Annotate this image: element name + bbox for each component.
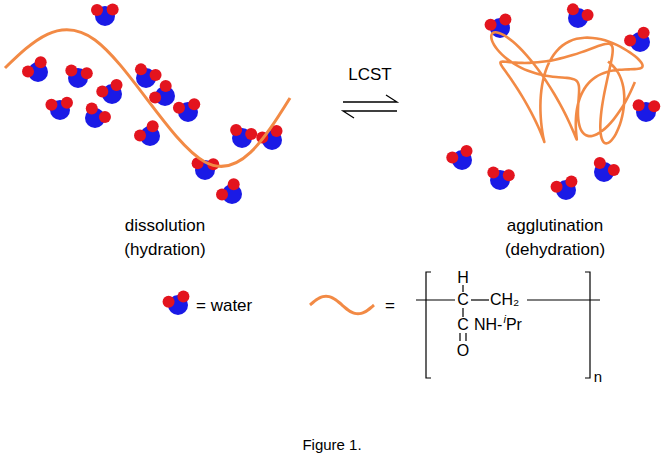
hydrogen-atom — [582, 9, 594, 21]
water-molecule — [91, 4, 119, 26]
state-label: (hydration) — [124, 241, 205, 258]
water-molecule — [45, 97, 73, 120]
hydrogen-atom — [188, 98, 200, 110]
hydrogen-atom — [61, 97, 73, 109]
hydrogen-atom — [503, 169, 515, 181]
superscript-label: i — [503, 314, 505, 325]
hydrogen-atom — [567, 3, 579, 15]
state-label: (dehydration) — [505, 241, 605, 258]
hydrogen-atom — [81, 67, 93, 79]
hydrogen-atom — [150, 69, 162, 81]
hydrogen-atom — [111, 79, 123, 91]
hydrogen-atom — [65, 65, 77, 77]
water-molecule — [216, 178, 242, 204]
hydrogen-atom — [487, 167, 499, 179]
hydrogen-atom — [163, 296, 175, 308]
hydrogen-atom — [216, 189, 228, 201]
condition-label: LCST — [348, 66, 391, 83]
group-label: CH₂ — [490, 292, 519, 308]
hydrogen-atom — [446, 152, 458, 164]
hydrogen-atom — [228, 178, 240, 190]
hydrogen-atom — [134, 130, 146, 142]
group-label: Pr — [506, 317, 522, 333]
water-molecule — [487, 167, 514, 190]
water-molecule — [594, 157, 620, 182]
water-molecule — [134, 120, 160, 146]
hydrogen-atom — [230, 124, 242, 136]
atom-label: C — [457, 292, 469, 308]
water-molecules — [22, 3, 660, 204]
state-label: dissolution — [125, 217, 205, 234]
water-molecule — [551, 176, 578, 200]
polymer-chain-extended — [5, 30, 290, 167]
hydrogen-atom — [638, 27, 650, 39]
group-label: NH- — [474, 317, 502, 333]
hydrogen-atom — [96, 86, 108, 98]
equilibrium-arrows — [343, 95, 397, 118]
legend-text: = — [385, 297, 395, 314]
hydrogen-atom — [149, 92, 161, 104]
hydrogen-atom — [99, 111, 111, 123]
atom-label: H — [457, 270, 469, 286]
legend-text: = water — [196, 297, 252, 314]
hydrogen-atom — [22, 66, 34, 78]
hydrogen-atom — [35, 56, 47, 68]
hydrogen-atom — [551, 181, 563, 193]
polymer-legend-sample — [310, 296, 374, 314]
hydrogen-atom — [648, 100, 660, 112]
hydrogen-atom — [107, 4, 119, 16]
water-molecule — [173, 98, 200, 122]
hydrogen-atom — [565, 176, 577, 188]
hydrogen-atom — [177, 291, 189, 303]
hydrogen-atom — [160, 80, 172, 92]
hydrogen-atom — [86, 103, 98, 115]
hydrogen-atom — [485, 19, 497, 31]
atom-label: C — [457, 317, 469, 333]
figure-caption: Figure 1. — [302, 437, 361, 452]
hydrogen-atom — [147, 120, 159, 132]
polymer-chain-coiled — [491, 32, 642, 143]
hydrogen-atom — [608, 164, 620, 176]
hydrogen-atom — [45, 99, 57, 111]
water-molecule — [85, 103, 111, 128]
hydrogen-atom — [594, 157, 606, 169]
water-molecule — [446, 145, 472, 170]
hydrogen-atom — [624, 35, 636, 47]
water-molecule — [624, 27, 650, 52]
hydrogen-atom — [461, 145, 473, 157]
chemical-structure-bonds — [416, 272, 600, 378]
water-legend-sample — [163, 291, 190, 315]
hydrogen-atom — [499, 14, 511, 26]
state-label: agglutination — [507, 217, 603, 234]
water-molecule — [22, 56, 48, 82]
water-molecule — [65, 65, 92, 88]
water-molecule — [96, 79, 122, 104]
hydrogen-atom — [135, 63, 147, 75]
atom-label: O — [457, 343, 469, 359]
hydrogen-atom — [245, 128, 257, 140]
water-molecule — [633, 99, 661, 122]
water-molecule — [149, 80, 175, 106]
water-molecule — [163, 291, 190, 315]
water-molecule — [485, 14, 512, 38]
water-molecule — [230, 124, 257, 148]
hydrogen-atom — [173, 102, 185, 114]
hydrogen-atom — [633, 99, 645, 111]
water-molecule — [135, 63, 162, 88]
water-molecule — [567, 3, 594, 28]
hydrogen-atom — [91, 4, 103, 16]
repeat-index: n — [594, 369, 602, 384]
